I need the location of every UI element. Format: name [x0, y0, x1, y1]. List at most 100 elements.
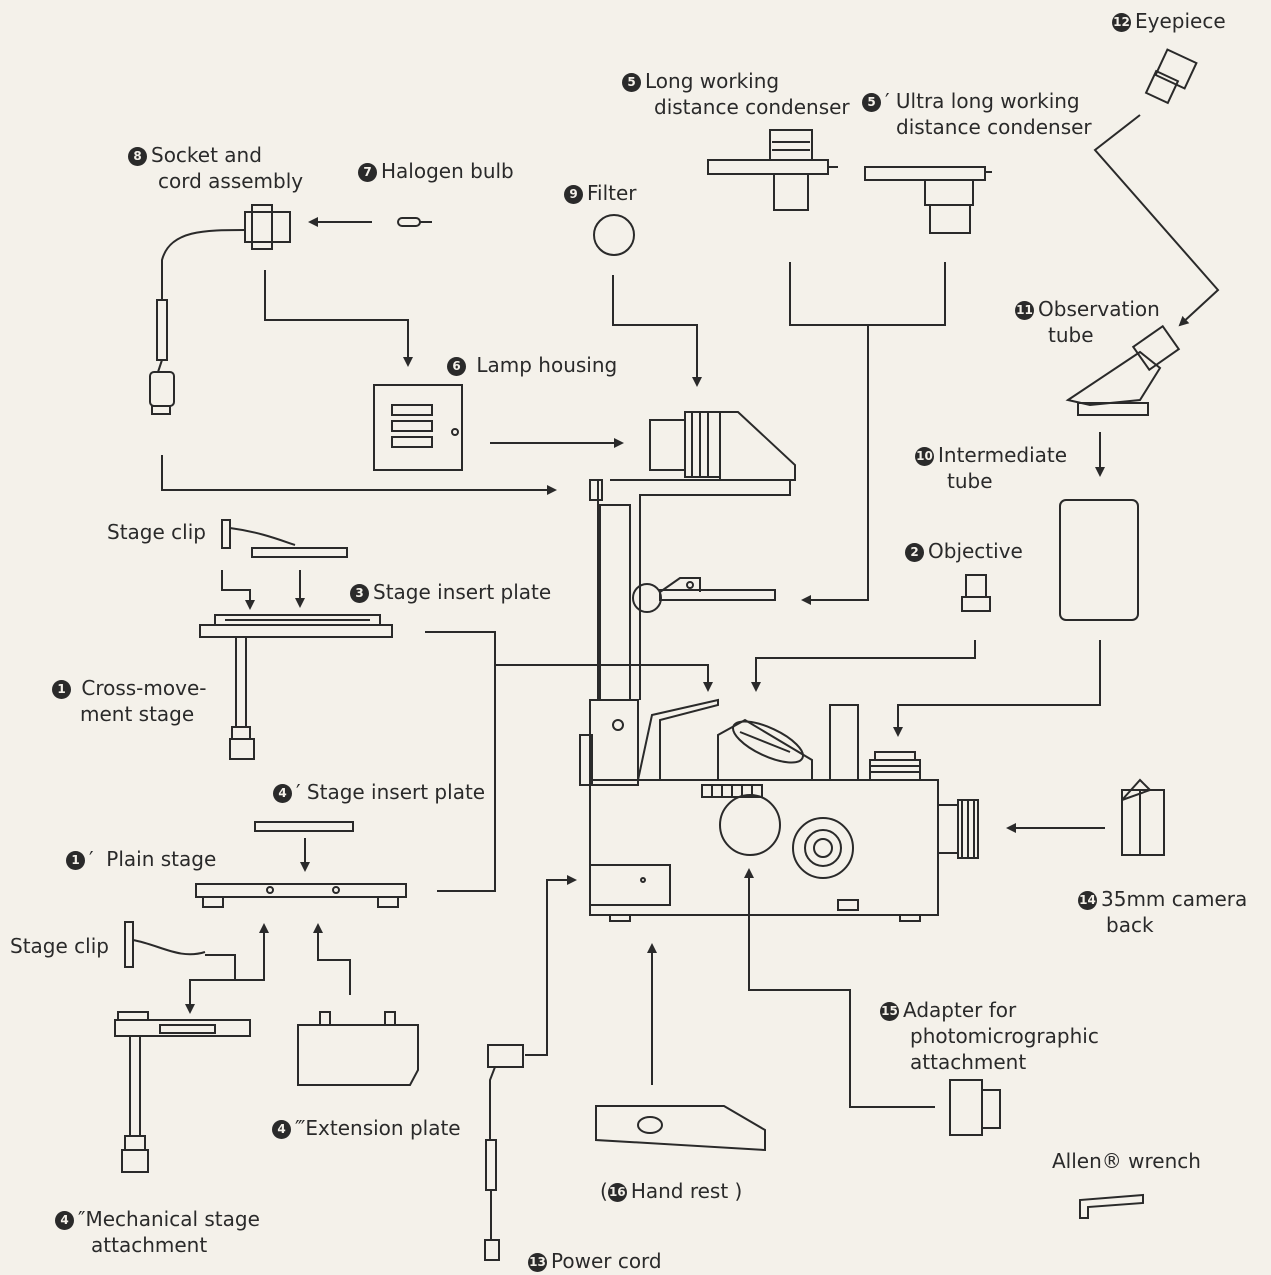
- prime-mark: ′: [885, 89, 890, 113]
- label-text: Allen® wrench: [1052, 1149, 1201, 1173]
- part-number: 8: [128, 147, 147, 166]
- label-line-2: distance condenser: [654, 95, 850, 119]
- label-line-1: Cross-move-: [81, 676, 207, 700]
- label-line-1: 35mm camera: [1101, 887, 1248, 911]
- part-number: 6: [447, 357, 466, 376]
- part-number: 11: [1015, 301, 1034, 320]
- label-text: Stage clip: [107, 520, 206, 544]
- label-text: Power cord: [551, 1249, 662, 1273]
- label-text: Lamp housing: [476, 353, 618, 377]
- stage-insert-plate-prime-drawing: [254, 821, 354, 832]
- label-line-1: Socket and: [151, 143, 262, 167]
- label-stage-clip-top: Stage clip: [107, 519, 206, 545]
- hand-rest-drawing: [595, 1105, 766, 1152]
- part-number: 4: [272, 1120, 291, 1139]
- label-line-2: ment stage: [80, 702, 195, 726]
- part-number: 9: [564, 185, 583, 204]
- part-number: 3: [350, 584, 369, 603]
- label-line-2: tube: [947, 469, 993, 493]
- label-allen-wrench: Allen® wrench: [1052, 1148, 1201, 1174]
- label-text: Extension plate: [305, 1116, 461, 1140]
- prime-mark: ″: [78, 1207, 86, 1231]
- part-number: 14: [1078, 891, 1097, 910]
- plain-stage-drawing: [195, 883, 407, 908]
- label-text: Objective: [928, 539, 1023, 563]
- prime-mark: ′: [89, 847, 94, 871]
- part-number: 13: [528, 1253, 547, 1272]
- paren-open: (: [600, 1179, 608, 1203]
- intermediate-tube-drawing: [1059, 499, 1139, 621]
- power-cord-drawing: [484, 1044, 524, 1261]
- socket-and-cord-assembly-drawing: [149, 204, 291, 415]
- label-line-3: attachment: [910, 1050, 1027, 1074]
- label-line-1: Ultra long working: [895, 89, 1080, 113]
- adapter-drawing: [949, 1079, 1001, 1136]
- objective-drawing: [961, 574, 991, 612]
- eyepiece-drawing: [1144, 48, 1198, 105]
- stage-clip-bottom-drawing: [124, 921, 206, 968]
- part-number: 16: [607, 1183, 627, 1202]
- part-number: 4: [55, 1211, 74, 1230]
- long-working-distance-condenser-drawing: [707, 129, 838, 211]
- stage-insert-plate-drawing: [251, 547, 348, 558]
- extension-plate-drawing: [297, 1011, 419, 1086]
- halogen-bulb-drawing: [397, 217, 432, 227]
- label-mechanical-stage-attachment: 4″Mechanical stage attachment: [55, 1206, 260, 1258]
- part-number: 7: [358, 163, 377, 182]
- part-number: 5: [862, 93, 881, 112]
- part-number: 15: [880, 1002, 899, 1021]
- allen-wrench-drawing: [1079, 1193, 1144, 1219]
- label-text: Stage insert plate: [373, 580, 552, 604]
- part-number: 2: [905, 543, 924, 562]
- label-text: Plain stage: [106, 847, 217, 871]
- label-line-2: distance condenser: [896, 115, 1092, 139]
- label-ultra-long-working-distance-condenser: 5′ Ultra long working distance condenser: [862, 88, 1092, 140]
- label-text: Eyepiece: [1135, 9, 1226, 33]
- label-line-2: cord assembly: [158, 169, 304, 193]
- label-text: Hand rest ): [630, 1179, 743, 1203]
- label-line-1: Adapter for: [903, 998, 1017, 1022]
- label-line-2: tube: [1048, 323, 1094, 347]
- label-text: Stage clip: [10, 934, 109, 958]
- cross-movement-stage-drawing: [199, 614, 393, 760]
- part-number: 4: [273, 784, 292, 803]
- connector-lines: [161, 114, 1220, 1108]
- ultra-long-working-distance-condenser-drawing: [864, 166, 992, 234]
- stage-clip-top-drawing: [221, 519, 296, 549]
- label-extension-plate: 4‴Extension plate: [272, 1115, 461, 1141]
- prime-mark: ′: [296, 780, 301, 804]
- label-text: Stage insert plate: [306, 780, 486, 804]
- part-number: 12: [1112, 13, 1131, 32]
- part-number: 5: [622, 73, 641, 92]
- label-line-1: Intermediate: [938, 443, 1068, 467]
- label-stage-insert-plate-prime: 4′ Stage insert plate: [273, 779, 485, 805]
- filter-drawing: [593, 214, 635, 256]
- microscope-body-drawing: [579, 411, 979, 922]
- part-number: 1: [52, 680, 71, 699]
- label-lamp-housing: 6 Lamp housing: [447, 352, 617, 378]
- prime-mark: ‴: [295, 1116, 306, 1140]
- label-line-2: attachment: [91, 1233, 208, 1257]
- label-line-1: Long working: [645, 69, 780, 93]
- part-number: 10: [915, 447, 934, 466]
- part-number: 1: [66, 851, 85, 870]
- mechanical-stage-attachment-drawing: [114, 1011, 251, 1173]
- label-plain-stage: 1′ Plain stage: [66, 846, 216, 872]
- observation-tube-drawing: [1065, 324, 1181, 416]
- label-line-1: Observation: [1038, 297, 1160, 321]
- label-text: Halogen bulb: [381, 159, 514, 183]
- label-text: Filter: [587, 181, 637, 205]
